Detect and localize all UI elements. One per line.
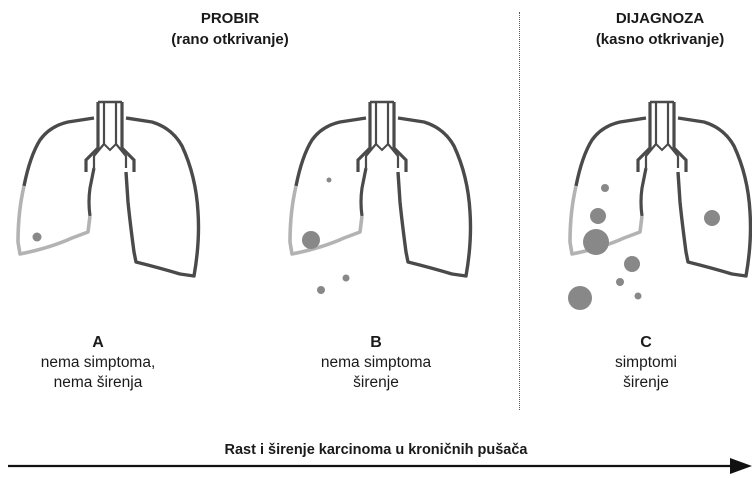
diagnosis-subtitle: (kasno otkrivanje) — [560, 29, 752, 50]
tumor-medium — [590, 208, 606, 224]
stage-line-1: nema simptoma, — [0, 353, 198, 373]
stage-line-1: nema simptoma — [276, 353, 476, 373]
metastasis-dot — [616, 278, 624, 286]
metastasis-dot — [343, 275, 350, 282]
caption-stage-b: B nema simptoma širenje — [276, 333, 476, 393]
stage-label: A — [0, 333, 198, 353]
stage-label: C — [546, 333, 746, 353]
screening-header: PROBIR (rano otkrivanje) — [120, 8, 340, 50]
screening-subtitle: (rano otkrivanje) — [120, 29, 340, 50]
tumor-right — [704, 210, 720, 226]
metastasis-large — [568, 286, 592, 310]
metastasis-dot — [635, 293, 642, 300]
diagnosis-header: DIJAGNOZA (kasno otkrivanje) — [560, 8, 752, 50]
lungs-stage-b — [282, 92, 482, 292]
diagnosis-title: DIJAGNOZA — [560, 8, 752, 29]
stage-line-2: širenje — [276, 373, 476, 393]
stage-divider — [519, 12, 520, 410]
tumor-dot — [327, 178, 332, 183]
stage-line-2: nema širenja — [0, 373, 198, 393]
tumor-primary — [583, 229, 609, 255]
stage-label: B — [276, 333, 476, 353]
caption-stage-c: C simptomi širenje — [546, 333, 746, 393]
progression-arrow — [0, 454, 752, 478]
metastasis-medium — [624, 256, 640, 272]
stage-line-2: širenje — [546, 373, 746, 393]
metastasis-dot — [317, 286, 325, 294]
caption-stage-a: A nema simptoma, nema širenja — [0, 333, 198, 393]
tumor-small — [33, 233, 42, 242]
lungs-stage-a — [10, 92, 210, 292]
tumor-dot — [601, 184, 609, 192]
screening-title: PROBIR — [120, 8, 340, 29]
stage-line-1: simptomi — [546, 353, 746, 373]
tumor-primary — [302, 231, 320, 249]
lungs-stage-c — [562, 92, 752, 292]
